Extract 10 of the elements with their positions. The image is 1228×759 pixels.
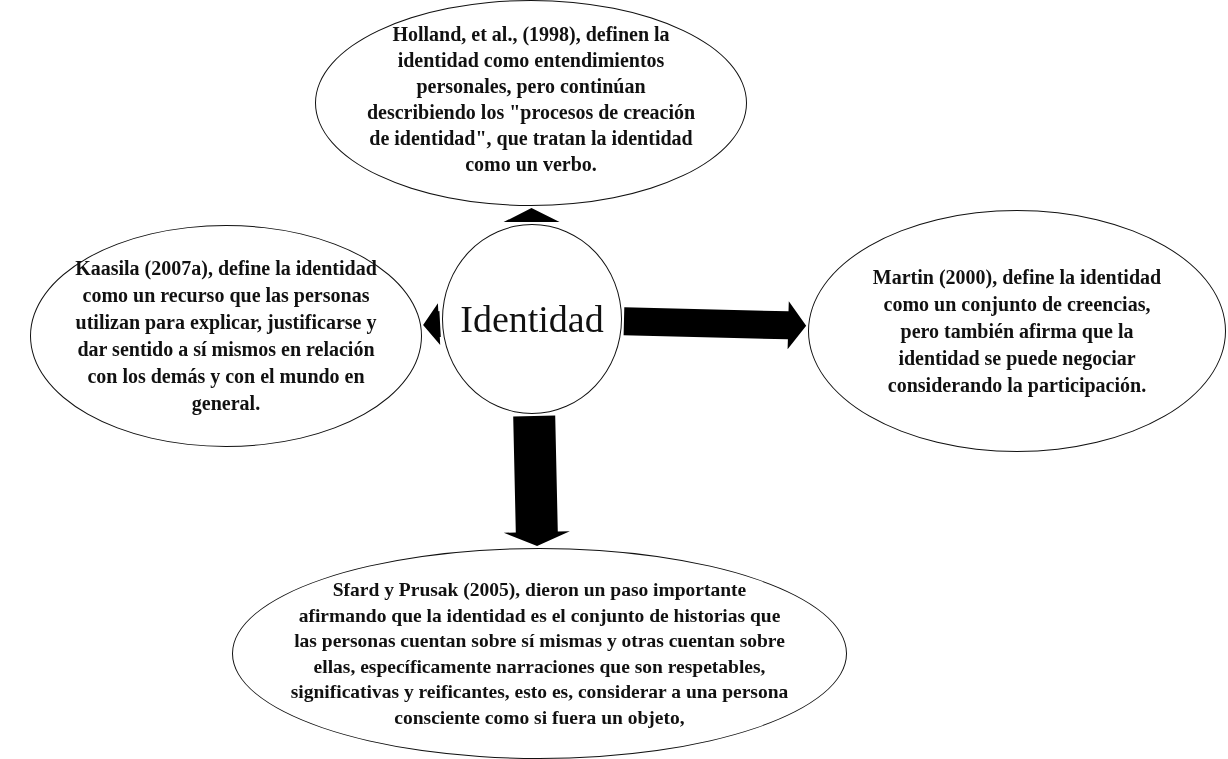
block-arrow bbox=[503, 415, 570, 546]
definition-text: Sfard y Prusak (2005), dieron un paso importante afirmando que la identidad es el conjunto de historias que las personas cuentan sobre sí mismas y otras cuentan sobre ellas, específicamente narraciones que son respetables, significativas y reificantes, esto es, considerar a una persona consciente como si fuera un objeto, bbox=[289, 578, 790, 730]
block-arrow bbox=[623, 301, 807, 350]
block-arrow bbox=[503, 208, 560, 223]
ellipse bbox=[232, 548, 847, 759]
definition-text: Holland, et al., (1998), definen la identidad como entendimientos personales, pero continúan describiendo los "procesos de creación de identidad", que tratan la identidad como un verbo. bbox=[366, 22, 696, 177]
central-concept: Identidad bbox=[459, 297, 605, 341]
definition-text: Martin (2000), define la identidad como un conjunto de creencias, pero también afirma que la identidad se puede negociar considerando la participación. bbox=[871, 264, 1163, 399]
definition-text: Kaasila (2007a), define la identidad como un recurso que las personas utilizan para explicar, justificarse y dar sentido a sí mismos en relación con los demás y con el mundo en general. bbox=[74, 256, 378, 417]
block-arrow bbox=[423, 303, 441, 346]
